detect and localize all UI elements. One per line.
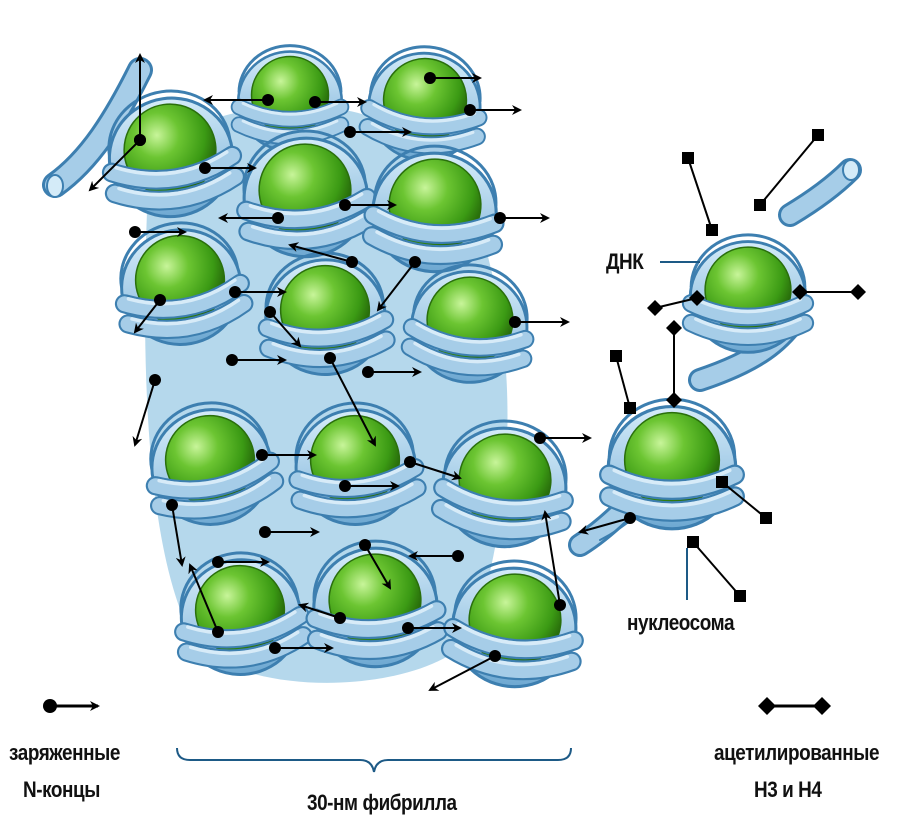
diamond-line-icon bbox=[758, 697, 831, 715]
acetylated-tail bbox=[682, 152, 718, 236]
acetylated-tail bbox=[687, 536, 746, 602]
nucleosome bbox=[689, 235, 807, 354]
charged-tails-label-line2: N-концы bbox=[23, 777, 100, 803]
dot-arrow-icon bbox=[43, 699, 98, 713]
charged-tail-arrow bbox=[494, 212, 548, 224]
acetylated-tail bbox=[666, 320, 682, 408]
acetylated-label-line2: Н3 и Н4 bbox=[754, 777, 822, 803]
nucleosome-label: нуклеосома bbox=[627, 610, 734, 636]
acetylated-tail bbox=[610, 350, 636, 414]
fibril-bracket bbox=[177, 748, 571, 772]
nucleosome bbox=[237, 46, 343, 153]
charged-tail-arrow bbox=[464, 104, 520, 116]
charged-tail-arrow bbox=[534, 432, 590, 444]
charged-tails-label-line1: заряженные bbox=[9, 740, 120, 766]
charged-tail-arrow bbox=[509, 316, 568, 328]
acetylated-label-line1: ацетилированные bbox=[714, 740, 879, 766]
nucleosome bbox=[607, 399, 738, 530]
fibril-label: 30-нм фибрилла bbox=[307, 790, 457, 816]
dna-label: ДНК bbox=[606, 249, 643, 275]
